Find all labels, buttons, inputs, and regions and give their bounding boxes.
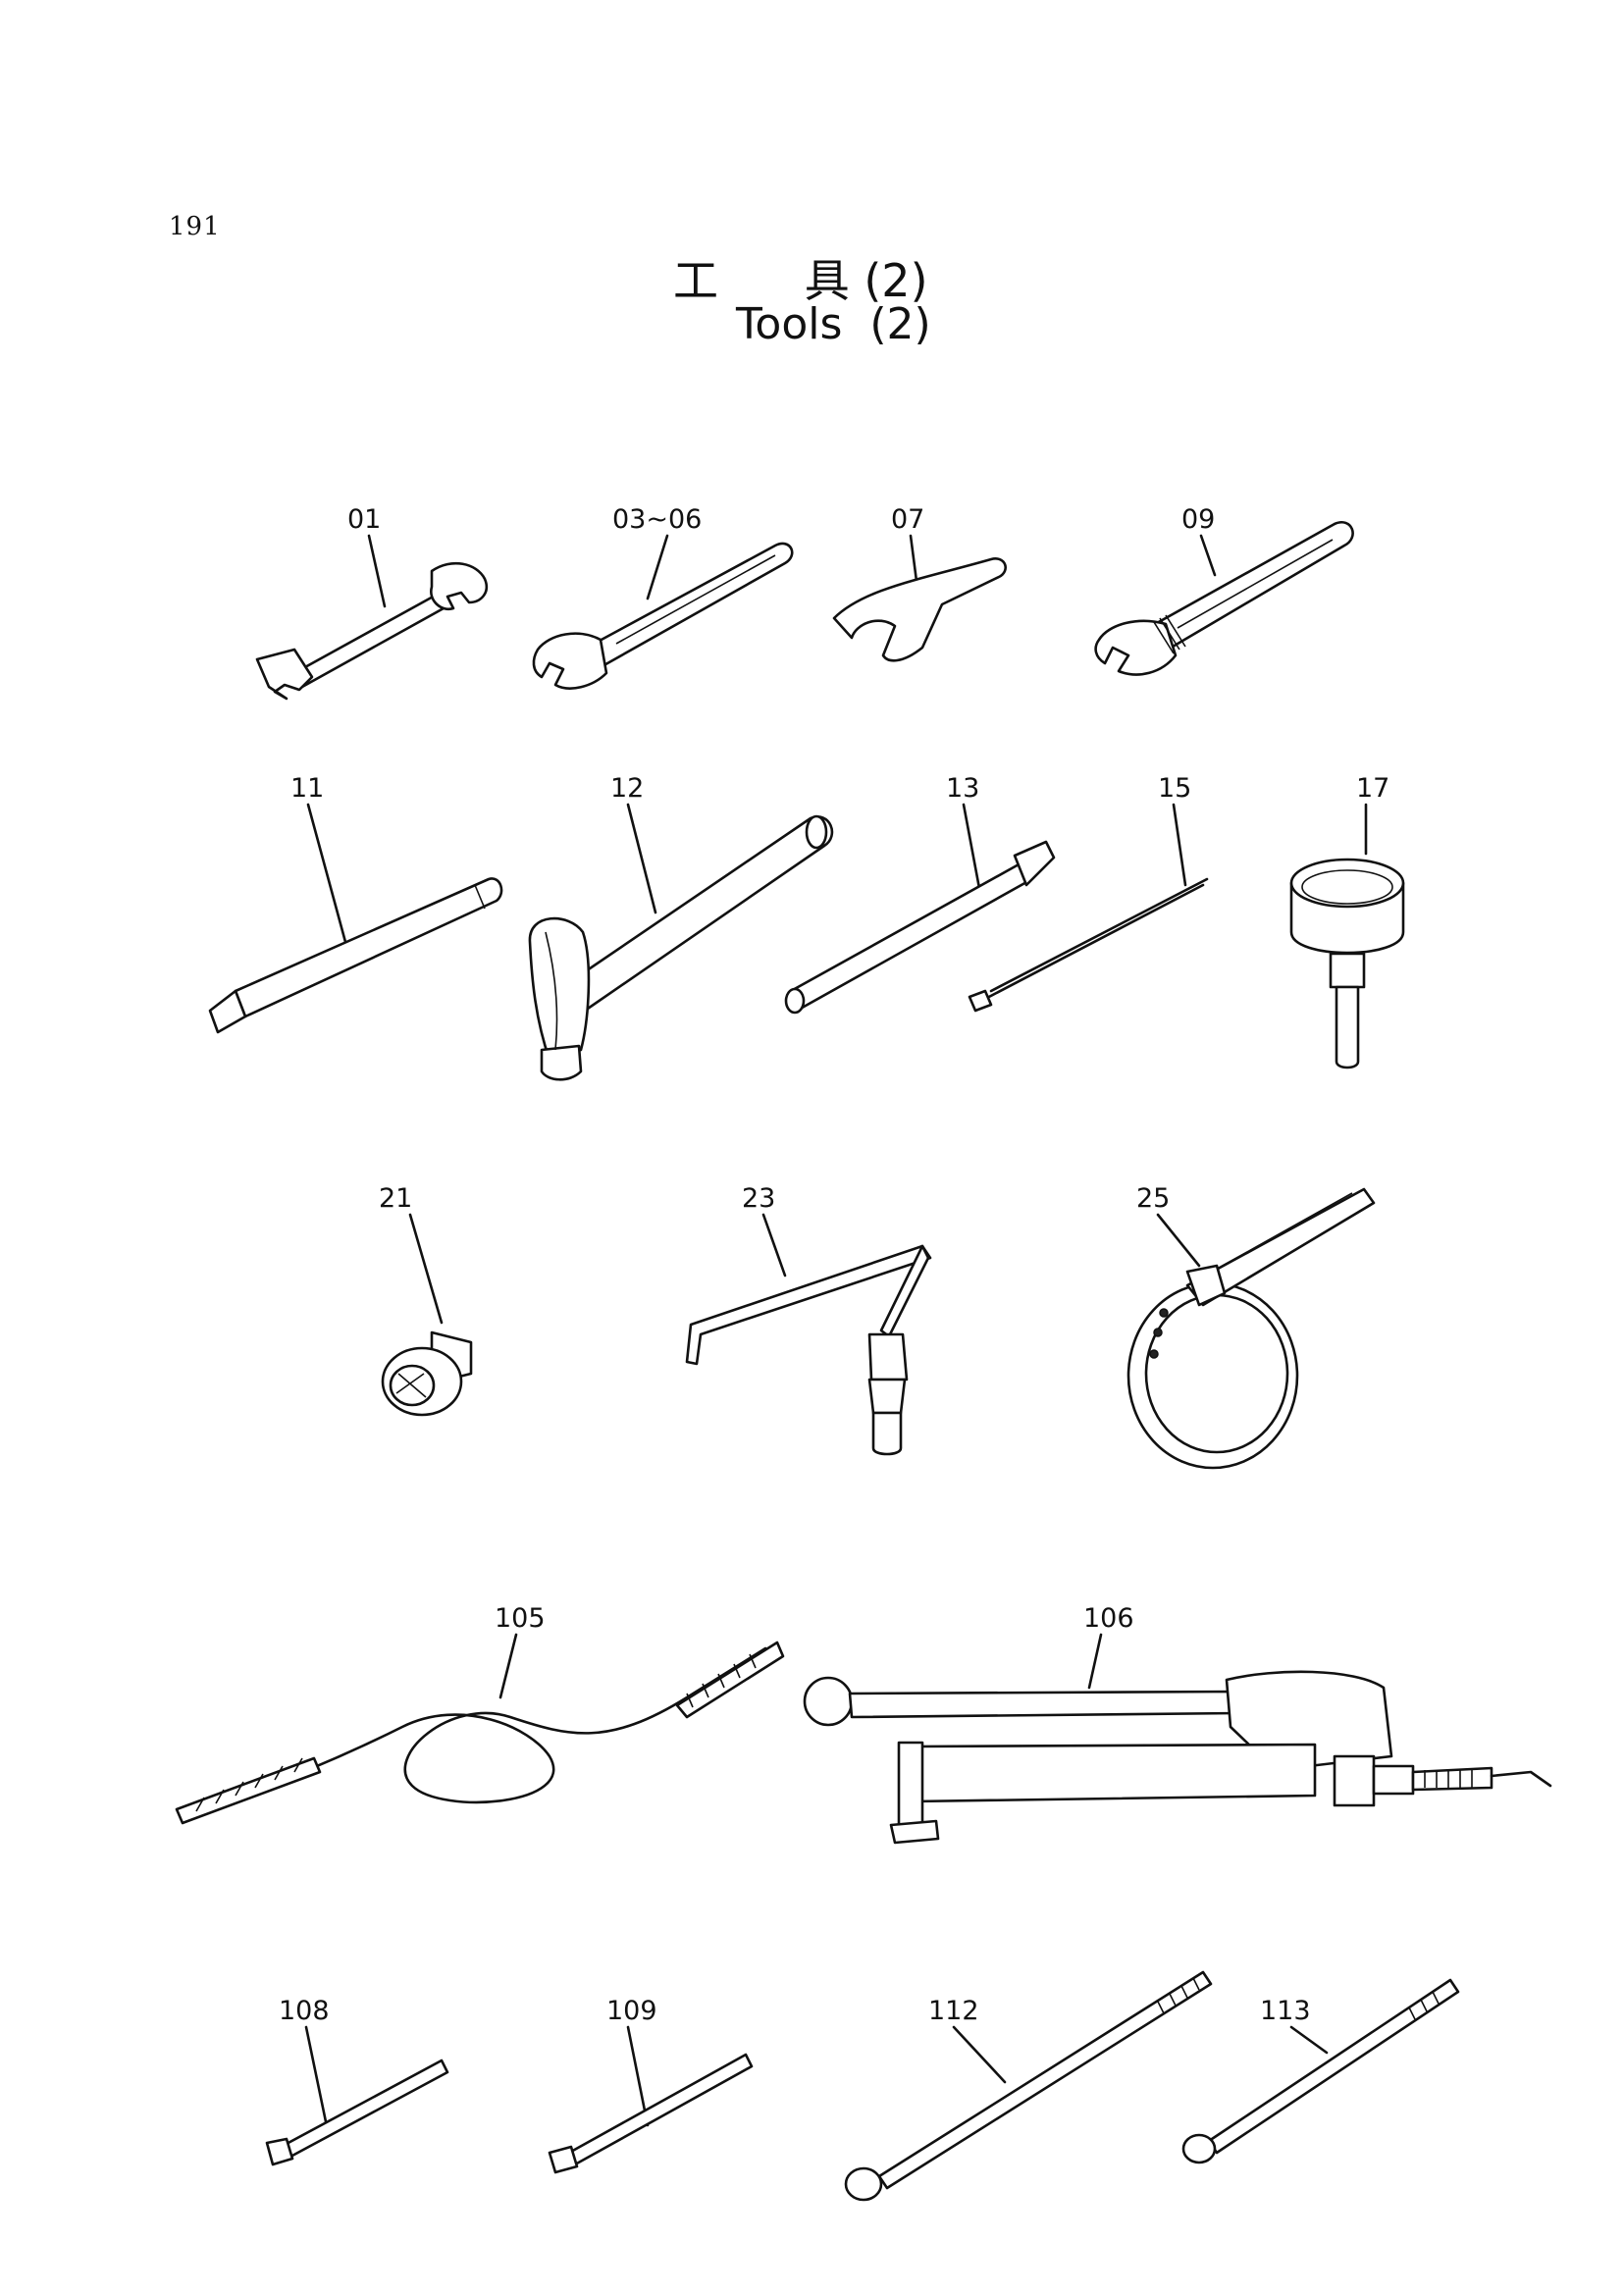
part-23-hex-key: 23 bbox=[685, 1183, 932, 1456]
part-15-rod: 15 bbox=[968, 773, 1209, 1013]
label-105: 105 bbox=[495, 1603, 546, 1634]
label-03-06: 03~06 bbox=[612, 504, 702, 535]
part-112-stud-bolt: 112 bbox=[844, 1970, 1213, 2202]
label-15: 15 bbox=[1158, 773, 1191, 804]
part-03-06-spanner: 03~06 bbox=[532, 504, 794, 690]
part-106-hydraulic-pump: 106 bbox=[803, 1603, 1552, 1845]
label-108: 108 bbox=[279, 1996, 330, 2026]
label-11: 11 bbox=[290, 773, 324, 804]
part-105-hose: 105 bbox=[175, 1603, 785, 1825]
label-23: 23 bbox=[742, 1183, 775, 1214]
part-09-adjustable-wrench: 09 bbox=[1094, 504, 1354, 676]
label-17: 17 bbox=[1356, 773, 1389, 804]
part-109-bolt: 109 bbox=[548, 1996, 754, 2174]
label-01: 01 bbox=[347, 504, 381, 535]
label-09: 09 bbox=[1181, 504, 1215, 535]
part-17-cup-tool: 17 bbox=[1289, 773, 1405, 1069]
part-07-hook-spanner: 07 bbox=[832, 504, 1007, 662]
title-english: Tools (2) bbox=[736, 299, 931, 349]
label-112: 112 bbox=[928, 1996, 979, 2026]
title-japanese: 工 具 (2) bbox=[673, 254, 928, 307]
label-25: 25 bbox=[1136, 1183, 1170, 1214]
part-01-spanner: 01 bbox=[255, 504, 489, 701]
label-113: 113 bbox=[1260, 1996, 1311, 2026]
part-25-filter-wrench: 25 bbox=[1126, 1183, 1376, 1470]
label-07: 07 bbox=[891, 504, 924, 535]
label-13: 13 bbox=[946, 773, 979, 804]
part-13-lever-bar: 13 bbox=[784, 773, 1056, 1015]
page-number: 191 bbox=[169, 212, 221, 241]
label-12: 12 bbox=[610, 773, 644, 804]
part-113-stud-bolt: 113 bbox=[1181, 1978, 1460, 2164]
part-21-socket: 21 bbox=[379, 1183, 473, 1417]
part-108-bolt: 108 bbox=[265, 1996, 449, 2166]
label-21: 21 bbox=[379, 1183, 412, 1214]
part-11-chisel: 11 bbox=[208, 773, 503, 1034]
label-106: 106 bbox=[1083, 1603, 1134, 1634]
label-109: 109 bbox=[606, 1996, 657, 2026]
part-12-hammer: 12 bbox=[528, 773, 834, 1081]
